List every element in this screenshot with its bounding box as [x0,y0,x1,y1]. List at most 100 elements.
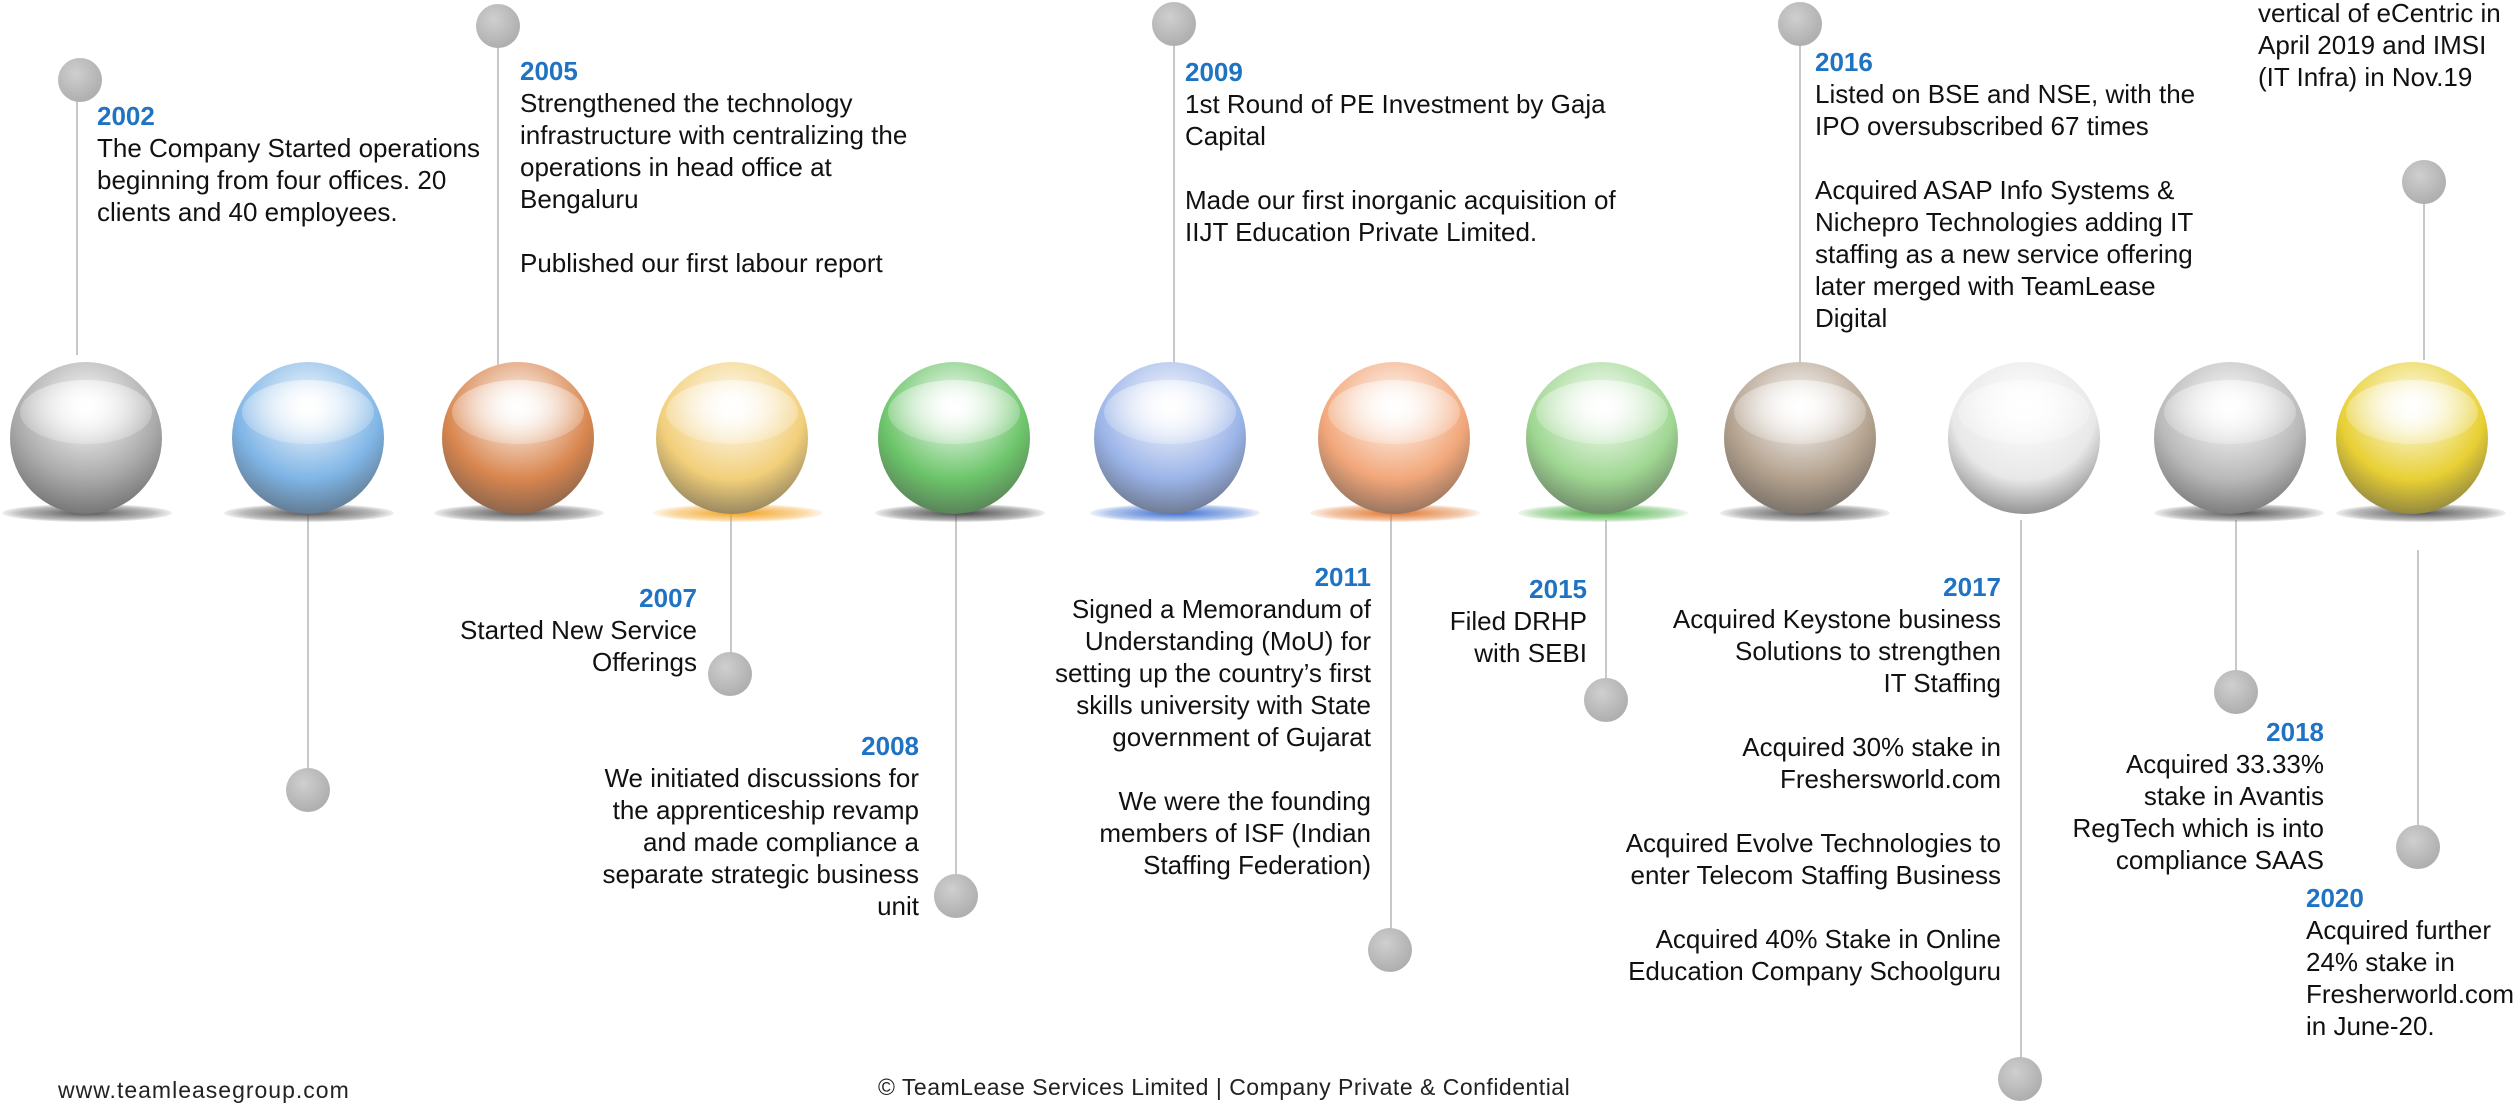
milestone-text-line: beginning from four offices. 20 [97,165,447,195]
connector-line-2016 [1799,24,1801,364]
milestone-year: 2008 [861,731,919,761]
timeline-sphere [656,362,808,514]
milestone-text-line: Acquired 40% Stake in Online [1655,924,2001,954]
milestone-text-line: 1st Round of PE Investment by Gaja [1185,89,1606,119]
milestone-2008: 2008 We initiated discussions for the ap… [602,730,919,922]
milestone-text-line: We were the founding [1118,786,1371,816]
milestone-text-line: Acquired ASAP Info Systems & [1815,175,2175,205]
milestone-text-line: (IT Infra) in Nov.19 [2258,62,2473,92]
milestone-2017: 2017 Acquired Keystone business Solution… [1626,571,2001,987]
connector-line-2017 [2020,520,2022,1080]
milestone-year: 2009 [1185,57,1243,87]
milestone-text-line: Filed DRHP [1449,606,1587,636]
milestone-text-line: The Company Started operations [97,133,480,163]
milestone-text-line: separate strategic business [602,859,919,889]
endpoint-dot-2020 [2396,825,2440,869]
endpoint-dot-2007 [708,652,752,696]
endpoint-dot-b2 [286,768,330,812]
milestone-2002: 2002 The Company Started operations begi… [97,100,480,228]
milestone-2019: vertical of eCentric in April 2019 and I… [2258,0,2501,93]
milestone-text-line: setting up the country’s first [1054,658,1371,688]
milestone-text-line: Signed a Memorandum of [1071,594,1371,624]
milestone-2007: 2007 Started New Service Offerings [460,582,697,678]
connector-line-b2 [307,510,309,790]
milestone-text-line: Understanding (MoU) for [1084,626,1371,656]
timeline-sphere [1526,362,1678,514]
milestone-text-line: Offerings [591,647,697,677]
milestone-text-line: Acquired 30% stake in [1742,732,2001,762]
timeline-sphere [10,362,162,514]
milestone-2011: 2011 Signed a Memorandum of Understandin… [1055,561,1371,881]
milestone-text-line: vertical of eCentric in [2258,0,2501,28]
milestone-2009: 2009 1st Round of PE Investment by Gaja … [1185,56,1616,248]
milestone-year: 2005 [520,56,578,86]
connector-line-2019 [2423,185,2425,360]
milestone-text-line: 24% stake in [2306,947,2455,977]
connector-line-2009 [1173,26,1175,366]
connector-line-2015 [1605,520,1607,700]
milestone-year: 2015 [1529,574,1587,604]
milestone-text-line: Nichepro Technologies adding IT [1815,207,2194,237]
milestone-text-line: clients and 40 employees. [97,197,398,227]
milestone-text-line: Made our first inorganic acquisition of [1185,185,1616,215]
milestone-text-line: government of Gujarat [1112,722,1371,752]
milestone-2015: 2015 Filed DRHP with SEBI [1450,573,1587,669]
milestone-text-line: Published our first labour report [520,248,883,278]
connector-line-2007 [730,510,732,675]
milestone-year: 2007 [639,583,697,613]
milestone-text-line: with SEBI [1474,638,1587,668]
endpoint-dot-2016 [1778,2,1822,46]
milestone-text-line: enter Telecom Staffing Business [1630,860,2001,890]
milestone-text-line: members of ISF (Indian [1099,818,1371,848]
milestone-text-line: Staffing Federation) [1143,850,1371,880]
milestone-text-line: in June-20. [2306,1011,2435,1041]
milestone-text-line: unit [877,891,919,921]
milestone-text-line: Started New Service [460,615,697,645]
connector-line-2020 [2417,550,2419,845]
milestone-text-line: skills university with State [1076,690,1371,720]
endpoint-dot-2011 [1368,928,1412,972]
milestone-year: 2017 [1943,572,2001,602]
milestone-year: 2016 [1815,47,1873,77]
milestone-text-line: Digital [1815,303,1888,333]
timeline-sphere [1948,362,2100,514]
milestone-text-line: Acquired Keystone business [1672,604,2001,634]
milestone-text-line: Acquired Evolve Technologies to [1625,828,2001,858]
milestone-text-line: later merged with TeamLease [1815,271,2156,301]
milestone-text-line: Freshersworld.com [1779,764,2001,794]
timeline-sphere [1724,362,1876,514]
milestone-text-line: staffing as a new service offering [1815,239,2193,269]
milestone-text-line: Acquired further [2306,915,2491,945]
connector-line-2011 [1390,510,1392,950]
endpoint-dot-2019 [2402,160,2446,204]
milestone-year: 2002 [97,101,155,131]
footer-copyright: © TeamLease Services Limited | Company P… [878,1074,1571,1100]
timeline-sphere [1094,362,1246,514]
connector-line-2005 [497,26,499,366]
endpoint-dot-2017 [1998,1057,2042,1101]
milestone-text-line: IT Staffing [1883,668,2001,698]
milestone-text-line: infrastructure with centralizing the [520,120,908,150]
milestone-2020: 2020 Acquired further 24% stake in Fresh… [2306,882,2514,1042]
footer-website: www.teamleasegroup.com [58,1077,350,1103]
milestone-text-line: RegTech which is into [2072,813,2324,843]
timeline-sphere [442,362,594,514]
milestone-year: 2020 [2306,883,2364,913]
milestone-text-line: Acquired 33.33% [2125,749,2324,779]
milestone-text-line: Listed on BSE and NSE, with the [1815,79,2196,109]
timeline-sphere [232,362,384,514]
connector-line-2008 [955,490,957,895]
milestone-text-line: IIJT Education Private Limited. [1185,217,1538,247]
milestone-year: 2018 [2266,717,2324,747]
endpoint-dot-2015 [1584,678,1628,722]
milestone-text-line: Solutions to strengthen [1735,636,2001,666]
milestone-text-line: and made compliance a [642,827,919,857]
milestone-text-line: We initiated discussions for [604,763,919,793]
milestone-text-line: the apprenticeship revamp [612,795,919,825]
milestone-text-line: Education Company Schoolguru [1628,956,2001,986]
timeline-sphere [2336,362,2488,514]
endpoint-dot-2002 [58,58,102,102]
milestone-text-line: Capital [1185,121,1266,151]
connector-line-2018 [2235,520,2237,690]
milestone-text-line: stake in Avantis [2143,781,2324,811]
